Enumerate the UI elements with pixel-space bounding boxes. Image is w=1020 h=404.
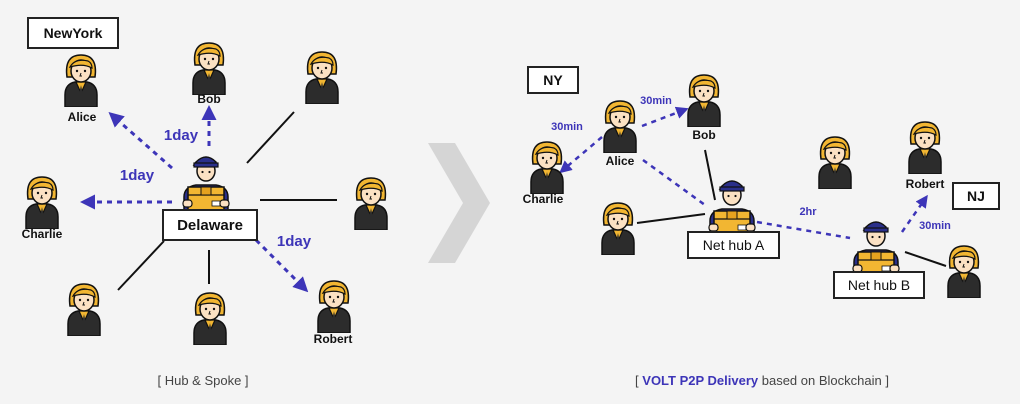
edge-label-alice-bob: 30min <box>640 95 672 107</box>
person-icon <box>193 292 227 345</box>
chevron-right-icon <box>428 143 490 263</box>
hub-label-net-hub-a: Net hub A <box>687 231 780 259</box>
edge-label-hub-a-hub-b: 2hr <box>799 206 817 218</box>
person-name-robert: Robert <box>905 177 945 191</box>
dashed-line-alice-hub-a <box>642 158 706 207</box>
person-icon <box>354 177 388 230</box>
caption-bracket-close: ] <box>241 373 249 388</box>
hub-label-delaware: Delaware <box>162 209 258 241</box>
caption-volt-p2p: [ VOLT P2P Delivery based on Blockchain … <box>635 373 889 388</box>
edge-label-alice: 1day <box>163 127 199 144</box>
caption-bracket-open: [ <box>157 373 165 388</box>
person-name-charlie: Charlie <box>21 227 63 241</box>
person-icon <box>818 136 852 189</box>
caption-bracket-close: ] <box>881 373 889 388</box>
person-name-charlie: Charlie <box>522 192 564 206</box>
hub-label-net-hub-b: Net hub B <box>833 271 925 299</box>
edge-label-hub-b-robert: 30min <box>919 220 951 232</box>
person-icon <box>530 141 564 194</box>
spoke-line <box>117 240 165 291</box>
person-icon <box>192 42 226 95</box>
dashed-arrow-alice-bob <box>641 106 689 128</box>
caption-text: Hub & Spoke <box>164 373 242 388</box>
person-icon <box>317 280 351 333</box>
person-icon <box>305 51 339 104</box>
dashed-arrow-alice-charlie <box>559 136 603 174</box>
person-name-bob: Bob <box>197 92 221 106</box>
person-name-alice: Alice <box>67 110 97 124</box>
person-icon <box>687 74 721 127</box>
person-icon <box>947 245 981 298</box>
person-icon <box>603 100 637 153</box>
person-icon <box>67 283 101 336</box>
dashed-arrow-hub-b-robert <box>900 194 928 233</box>
connection-line <box>636 213 706 224</box>
caption-bracket-open: [ <box>635 373 643 388</box>
caption-highlight: VOLT P2P Delivery <box>642 373 759 388</box>
connection-line <box>704 149 716 201</box>
region-label-ny: NY <box>527 66 579 94</box>
edge-label-robert: 1day <box>276 233 312 250</box>
edge-label-charlie: 1day <box>119 167 155 184</box>
person-name-robert: Robert <box>313 332 353 346</box>
region-label-newyork: NewYork <box>27 17 119 49</box>
caption-rest: based on Blockchain <box>758 373 882 388</box>
courier-icon <box>182 156 230 215</box>
caption-hub-and-spoke: [ Hub & Spoke ] <box>157 373 248 388</box>
person-icon <box>908 121 942 174</box>
region-label-nj: NJ <box>952 182 1000 210</box>
edge-label-alice-charlie: 30min <box>551 121 583 133</box>
dashed-arrow-alice <box>108 112 173 170</box>
spoke-line <box>246 111 295 164</box>
person-name-bob: Bob <box>692 128 716 142</box>
person-icon <box>64 54 98 107</box>
dashed-arrow-robert <box>254 238 309 293</box>
person-icon <box>25 176 59 229</box>
person-name-alice: Alice <box>605 154 635 168</box>
person-icon <box>601 202 635 255</box>
connection-line <box>904 251 947 267</box>
